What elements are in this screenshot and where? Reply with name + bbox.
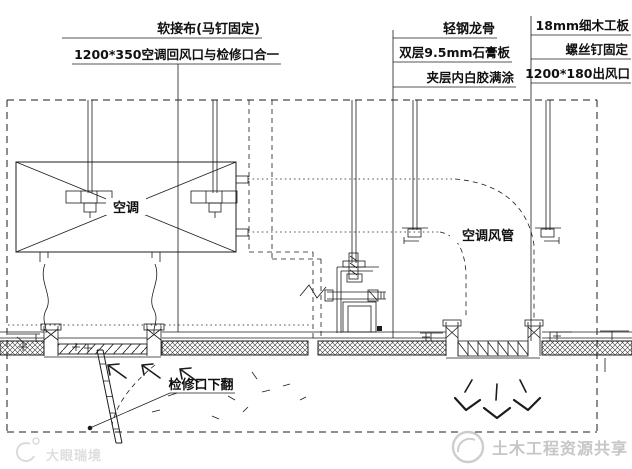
- duct-elbow-dashed: 空调风管: [439, 178, 535, 318]
- rod-foot-brackets: [402, 227, 561, 244]
- ac-duct-dotted-run: [248, 178, 455, 233]
- outlet-label: 1200*180出风口: [525, 66, 630, 81]
- gypsum-board-label: 双层9.5mm石膏板: [398, 45, 510, 60]
- blockboard-label: 18mm细木工板: [536, 18, 630, 33]
- soft-connect-label: 软接布(马钉固定): [157, 21, 260, 37]
- center-hanger-bracket: [324, 252, 386, 333]
- wall-edge-bracket: [8, 333, 40, 351]
- ceiling-clips: [420, 330, 629, 372]
- watermark-left: 大眼瑞境: [15, 437, 102, 464]
- ac-unit-label: 空调: [113, 200, 139, 216]
- watermark-right-logo-icon: [451, 430, 485, 464]
- watermark-left-logo-icon: [15, 442, 35, 463]
- access-opening: [40, 323, 165, 358]
- watermark-right-text: 土木工程资源共享: [492, 439, 628, 458]
- hanger-rods: [87, 100, 551, 263]
- annotation-mid-right: 轻钢龙骨 双层9.5mm石膏板 夹层内白胶满涂: [398, 21, 514, 85]
- watermark-right-text-emboss: 土木工程资源共享: [493, 440, 629, 459]
- white-glue-label: 夹层内白胶满涂: [426, 70, 514, 85]
- return-opening-label: 1200*350空调回风口与检修口合一: [74, 47, 279, 62]
- steel-keel-label: 轻钢龙骨: [443, 21, 495, 37]
- watermark-right: 土木工程资源共享 土木工程资源共享: [451, 430, 629, 464]
- annotation-far-right: 18mm细木工板 螺丝钉固定 1200*180出风口: [525, 18, 630, 81]
- access-flip-label: 检修口下翻: [168, 377, 233, 393]
- airflow-arrows-supply: [453, 379, 542, 420]
- access-panel-flipped: 检修口下翻: [87, 349, 235, 444]
- air-outlet-grille: [442, 319, 544, 359]
- screw-fix-label: 螺丝钉固定: [565, 42, 628, 57]
- watermark-left-text: 大眼瑞境: [46, 448, 102, 464]
- ac-duct-label: 空调风管: [462, 228, 514, 244]
- ceiling-gypsum-band: [0, 324, 632, 356]
- flexible-cloth-connections: [42, 263, 158, 334]
- airflow-arrows-return: [107, 363, 307, 420]
- ac-unit-box: 空调: [15, 161, 249, 262]
- annotation-top-left: 软接布(马钉固定) 1200*350空调回风口与检修口合一: [74, 21, 279, 62]
- dashed-room-border: [6, 99, 598, 433]
- label-leader-lines: [62, 16, 631, 341]
- dashed-duct-drop: [248, 100, 327, 338]
